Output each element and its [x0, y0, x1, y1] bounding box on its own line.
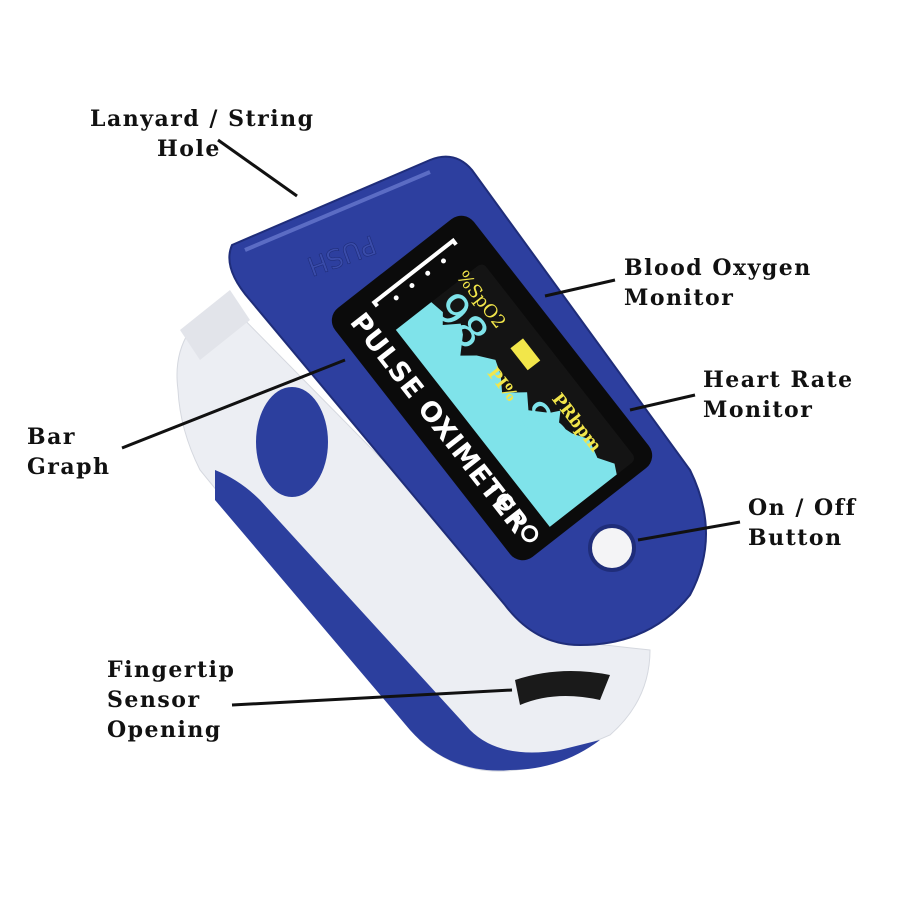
screen-icons — [490, 484, 539, 543]
screen: %SpO2 98 PI% PRbpm 83 PULSE OXIMETER — [331, 215, 653, 561]
label-blood-oxygen-monitor: Blood Oxygen Monitor — [624, 253, 812, 313]
label-on-off-button: On / Off Button — [748, 493, 857, 553]
label-line: Graph — [27, 454, 111, 480]
label-lanyard-hole: Lanyard / String Hole — [90, 104, 314, 164]
power-button[interactable] — [588, 524, 636, 572]
label-line: Fingertip — [107, 657, 236, 683]
label-line: Bar — [27, 424, 76, 450]
label-heart-rate-monitor: Heart Rate Monitor — [703, 365, 854, 425]
side-blue-button — [256, 387, 328, 497]
label-bar-graph: Bar Graph — [27, 422, 111, 482]
bar-graph — [371, 237, 458, 308]
label-line: On / Off — [748, 495, 857, 521]
label-line: Heart Rate — [703, 367, 854, 393]
label-line: Hole — [157, 136, 221, 162]
label-line: Opening — [107, 717, 222, 743]
label-line: Blood Oxygen — [624, 255, 812, 281]
label-line: Sensor — [107, 687, 201, 713]
blue-bottom-stripe — [215, 470, 600, 771]
label-line: Button — [748, 525, 843, 551]
label-line: Lanyard / String — [90, 106, 315, 132]
pulse-waveform — [395, 302, 617, 527]
label-fingertip-sensor-opening: Fingertip Sensor Opening — [107, 655, 235, 745]
fingertip-opening — [515, 671, 610, 705]
white-clip — [180, 290, 250, 360]
battery-icon — [510, 338, 541, 371]
leader-lines — [121, 138, 741, 707]
label-line: Monitor — [624, 285, 735, 311]
cap-highlight — [244, 170, 431, 252]
label-line: Monitor — [703, 397, 814, 423]
